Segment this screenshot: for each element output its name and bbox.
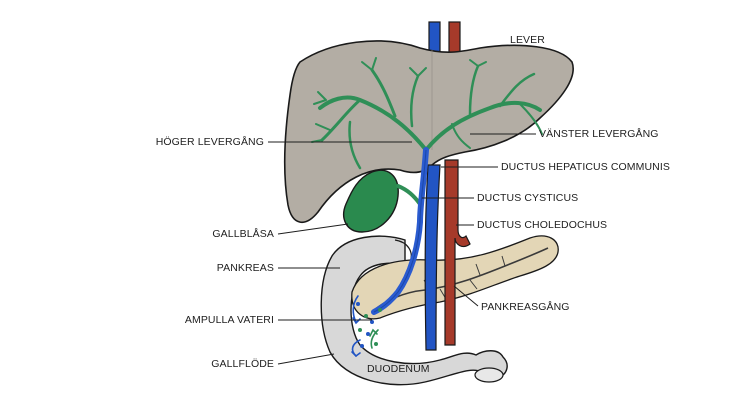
portal-vein	[424, 164, 441, 351]
bile-duct-tree	[311, 57, 543, 170]
artery	[444, 159, 471, 346]
leader-lines	[268, 133, 536, 365]
label-ampulla-vateri: AMPULLA VATERI	[184, 314, 274, 326]
label-duodenum: DUODENUM	[367, 363, 430, 375]
bile-flow-dots	[356, 302, 382, 348]
gallbladder	[343, 169, 399, 233]
label-gallflode: GALLFLÖDE	[211, 358, 274, 370]
label-pankreas: PANKREAS	[216, 262, 274, 274]
label-ductus-cysticus: DUCTUS CYSTICUS	[477, 192, 579, 204]
liver	[283, 40, 574, 223]
label-hoger-levergang: HÖGER LEVERGÅNG	[155, 136, 264, 148]
common-bile-duct-outline	[373, 149, 427, 313]
label-vanster-levergang: VÄNSTER LEVERGÅNG	[539, 128, 659, 140]
label-pankreasgang: PANKREASGÅNG	[481, 301, 570, 313]
label-ductus-choledochus: DUCTUS CHOLEDOCHUS	[477, 219, 608, 231]
label-gallblasa: GALLBLÅSA	[212, 228, 274, 240]
cystic-duct	[396, 184, 422, 206]
label-ductus-hepaticus-communis: DUCTUS HEPATICUS COMMUNIS	[501, 161, 670, 173]
label-lever: LEVER	[510, 34, 545, 46]
duodenum-end-opening	[474, 367, 504, 383]
